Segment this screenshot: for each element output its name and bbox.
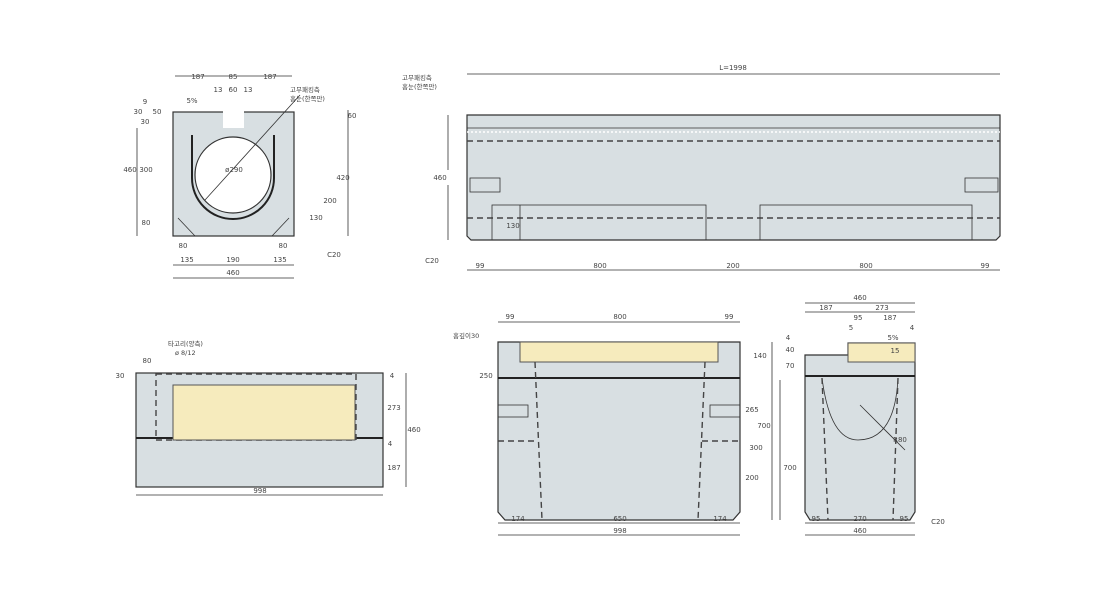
- dim-label: 95: [812, 515, 821, 523]
- dim-label: 200: [726, 262, 739, 270]
- dim-label: 140: [753, 352, 766, 360]
- slope-label: 5%: [887, 334, 898, 342]
- chamfer-label: C20: [931, 518, 945, 526]
- dim-label: 4: [388, 440, 393, 448]
- note-label: 고무패킹측: [290, 85, 320, 94]
- end-view: 99 800 99 홈깊이30 250 140 265 300 200 700 …: [453, 313, 773, 536]
- dim-label: 420: [336, 174, 349, 182]
- dim-label: 273: [387, 404, 400, 412]
- dim-label: 30: [134, 108, 143, 116]
- dim-label: 130: [309, 214, 322, 222]
- section-view: 187 85 187 13 60 13 5% 9 30 50 30 460 30…: [123, 73, 357, 279]
- dim-label: 80: [179, 242, 188, 250]
- slot: [223, 111, 244, 128]
- note-label: ø 8/12: [175, 349, 196, 357]
- dim-label: 700: [757, 422, 770, 430]
- dim-label: 50: [153, 108, 162, 116]
- pipe-opening: [194, 136, 272, 214]
- dim-label: 85: [229, 73, 238, 81]
- dim-label: 187: [263, 73, 276, 81]
- dim-label: 460: [853, 527, 866, 535]
- dim-label: 460: [123, 166, 136, 174]
- note-label: 홈눈(한쪽만): [290, 94, 325, 103]
- dim-label: 4: [390, 372, 395, 380]
- dim-label: 60: [348, 112, 357, 120]
- dim-label: 80: [279, 242, 288, 250]
- dim-label: 800: [859, 262, 872, 270]
- dim-label: 13: [244, 86, 253, 94]
- note-label: 홈깊이30: [453, 331, 479, 340]
- dim-label: 13: [214, 86, 223, 94]
- reinforcement: [191, 135, 275, 220]
- dim-label: 99: [506, 313, 515, 321]
- radius-label: R80: [893, 436, 907, 444]
- dim-label: 15: [891, 347, 900, 355]
- dim-label: 99: [981, 262, 990, 270]
- slope-label: 5%: [186, 97, 197, 105]
- length-label: L=1998: [719, 64, 747, 72]
- dim-label: 4: [910, 324, 915, 332]
- dim-label: 460: [226, 269, 239, 277]
- dim-label: 800: [613, 313, 626, 321]
- dim-label: 60: [229, 86, 238, 94]
- dim-label: 30: [116, 372, 125, 380]
- dim-label: 9: [143, 98, 147, 106]
- dim-label: 5: [849, 324, 853, 332]
- dim-label: 300: [749, 444, 762, 452]
- cross-body: [804, 342, 916, 521]
- dim-label: 998: [613, 527, 626, 535]
- dim-label: 135: [273, 256, 286, 264]
- cross-view: 460 187 273 95 187 5 4 4 40 70 700 5% 15…: [779, 294, 945, 536]
- dim-label: 135: [180, 256, 193, 264]
- dim-label: 250: [479, 372, 492, 380]
- dim-label: 174: [511, 515, 525, 523]
- dim-label: 95: [900, 515, 909, 523]
- dim-label: 460: [853, 294, 866, 302]
- dim-label: 99: [725, 313, 734, 321]
- dim-label: 650: [613, 515, 626, 523]
- dim-label: 70: [786, 362, 795, 370]
- dim-label: 174: [713, 515, 727, 523]
- chamfer-label: C20: [425, 257, 439, 265]
- dim-label: 187: [387, 464, 400, 472]
- dim-label: 998: [253, 487, 266, 495]
- channel-side: [466, 114, 1001, 241]
- dim-label: 80: [143, 357, 152, 365]
- end-body: [497, 341, 741, 521]
- dim-label: 270: [853, 515, 866, 523]
- dim-label: 187: [191, 73, 204, 81]
- note-label: 타고리(양측): [168, 339, 203, 348]
- diameter-label: ø290: [225, 166, 243, 174]
- chamfer-label: C20: [327, 251, 341, 259]
- dim-label: 4: [786, 334, 791, 342]
- dim-label: 95: [854, 314, 863, 322]
- grate-insert: [172, 384, 356, 441]
- dim-label: 99: [476, 262, 485, 270]
- dim-label: 200: [323, 197, 336, 205]
- grate-seat: [519, 341, 719, 363]
- note-label: 고무패킹측: [402, 73, 432, 82]
- dim-label: 187: [883, 314, 896, 322]
- dim-label: 800: [593, 262, 606, 270]
- dim-label: 80: [142, 219, 151, 227]
- dim-label: 700: [783, 464, 796, 472]
- grate-section: [847, 342, 916, 363]
- note-label: 홈눈(한쪽만): [402, 82, 437, 91]
- dim-label: 460: [407, 426, 420, 434]
- dim-label: 130: [506, 222, 519, 230]
- grate-view: 타고리(양측) ø 8/12 80 30 4 273 4 187 460 998: [116, 339, 421, 496]
- dim-label: 265: [745, 406, 758, 414]
- dim-label: 460: [433, 174, 446, 182]
- dim-label: 273: [875, 304, 888, 312]
- dim-label: 40: [786, 346, 795, 354]
- dim-label: 187: [819, 304, 832, 312]
- dim-label: 200: [745, 474, 758, 482]
- dim-label: 190: [226, 256, 239, 264]
- dim-label: 30: [141, 118, 150, 126]
- dim-label: 300: [139, 166, 152, 174]
- side-view: L=1998 460 130 99 800 200 800 99 C20 고무패…: [402, 64, 1001, 271]
